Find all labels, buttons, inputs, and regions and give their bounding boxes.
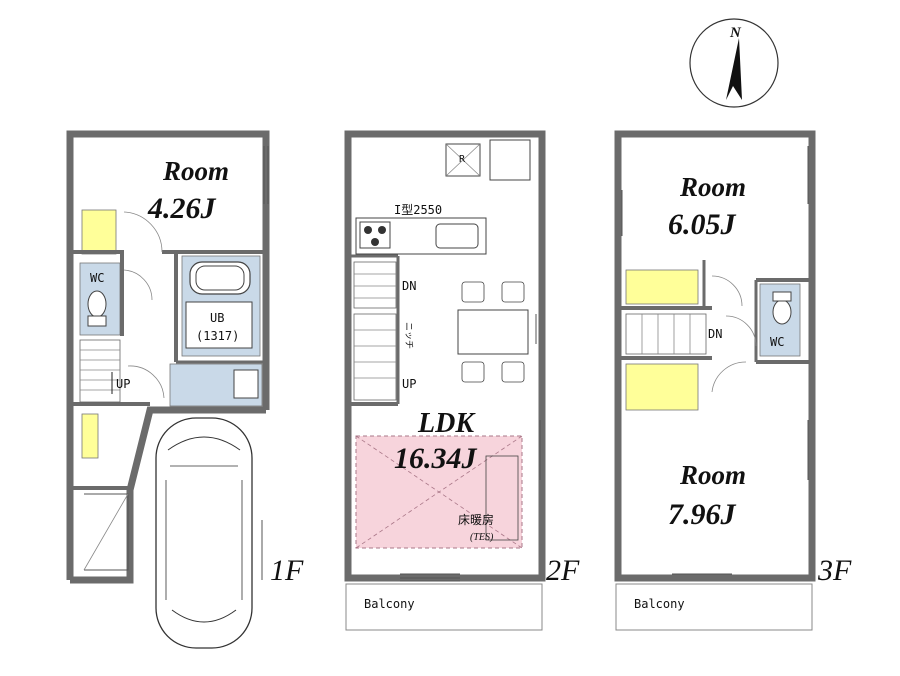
f2-stair-dn-label: DN bbox=[402, 279, 416, 293]
f2-fridge-label: R bbox=[459, 154, 466, 165]
f2-cupboard-icon bbox=[489, 139, 531, 181]
f3-door-swing bbox=[725, 315, 757, 347]
f2-ldk-size: 16.34J bbox=[394, 442, 478, 475]
f3-storage-lower bbox=[625, 363, 699, 411]
f1-door-swing bbox=[123, 269, 153, 301]
f1-washbasin-icon bbox=[233, 369, 259, 399]
car-icon bbox=[155, 417, 253, 649]
f1-toilet-icon bbox=[87, 290, 107, 318]
f2-sink-icon bbox=[435, 223, 479, 249]
f1-stairs bbox=[79, 339, 121, 403]
f3-toilet-tank-icon bbox=[772, 291, 792, 302]
f2-chair bbox=[501, 361, 525, 383]
floor-3-plan: Room 6.05J DN WC Room 7.96J Balcony 3F bbox=[614, 130, 852, 631]
f2-balcony bbox=[345, 583, 543, 631]
f1-entrance bbox=[84, 493, 129, 571]
f2-sofa bbox=[485, 455, 519, 541]
f1-door-swing bbox=[127, 365, 165, 399]
f3-wc-label: WC bbox=[770, 335, 784, 349]
f2-chair bbox=[461, 361, 485, 383]
compass-arrow-icon bbox=[726, 38, 742, 100]
f3-stair-dn-label: DN bbox=[708, 327, 722, 341]
f2-niche-label: ニッチ bbox=[403, 322, 414, 349]
f1-storage-lower bbox=[81, 413, 99, 459]
f1-bathtub-icon bbox=[189, 261, 251, 295]
f1-outer-wall bbox=[66, 130, 270, 580]
f2-kitchen-label: I型2550 bbox=[394, 203, 442, 217]
f1-storage-upper bbox=[81, 209, 117, 255]
f3-stairs bbox=[625, 313, 707, 355]
f2-stair-up-label: UP bbox=[402, 377, 416, 391]
f3-toilet-icon bbox=[772, 299, 792, 325]
f2-ldk-name: LDK bbox=[417, 408, 476, 439]
f1-bathtub-inner bbox=[195, 265, 245, 291]
f3-storage-upper bbox=[625, 269, 699, 305]
compass-ring bbox=[689, 18, 779, 108]
f1-room-size: 4.26J bbox=[147, 192, 217, 225]
f1-ub-label: UB bbox=[210, 311, 224, 325]
f1-door-swing bbox=[123, 211, 163, 253]
f3-room2-name: Room bbox=[679, 460, 746, 490]
f3-room1-size: 6.05J bbox=[668, 208, 737, 241]
f2-dining-table bbox=[457, 309, 529, 355]
f1-room-name: Room bbox=[162, 156, 229, 186]
compass: N bbox=[689, 18, 779, 108]
f3-balcony bbox=[615, 583, 813, 631]
f3-balcony-label: Balcony bbox=[634, 597, 685, 611]
f2-floor-heating-label: 床暖房 bbox=[458, 512, 494, 527]
f1-toilet-tank-icon bbox=[87, 315, 107, 327]
f2-floor-label: 2F bbox=[546, 554, 580, 587]
floor-1-plan: Room 4.26J WC UB (1317) UP 1F bbox=[66, 130, 304, 649]
f3-floor-label: 3F bbox=[817, 554, 852, 587]
f1-floor-label: 1F bbox=[270, 554, 304, 587]
f1-wc-label: WC bbox=[90, 271, 104, 285]
compass-north-label: N bbox=[729, 25, 742, 41]
f2-stairs bbox=[353, 261, 397, 401]
f3-door-swing bbox=[711, 275, 743, 307]
f1-ub-floor bbox=[185, 301, 253, 349]
f3-room1-name: Room bbox=[679, 172, 746, 202]
f2-chair bbox=[461, 281, 485, 303]
floor-2-plan: I型2550 R DN UP ニッチ LDK 16.34J 床暖房 (TES) … bbox=[344, 130, 580, 631]
f3-room2-size: 7.96J bbox=[668, 498, 737, 531]
f2-chair bbox=[501, 281, 525, 303]
f3-door-swing bbox=[711, 361, 747, 393]
f2-balcony-label: Balcony bbox=[364, 597, 415, 611]
f1-ub-size: (1317) bbox=[196, 329, 239, 343]
f2-floor-heating-type: (TES) bbox=[470, 532, 494, 543]
f1-stair-up-label: UP bbox=[116, 377, 130, 391]
